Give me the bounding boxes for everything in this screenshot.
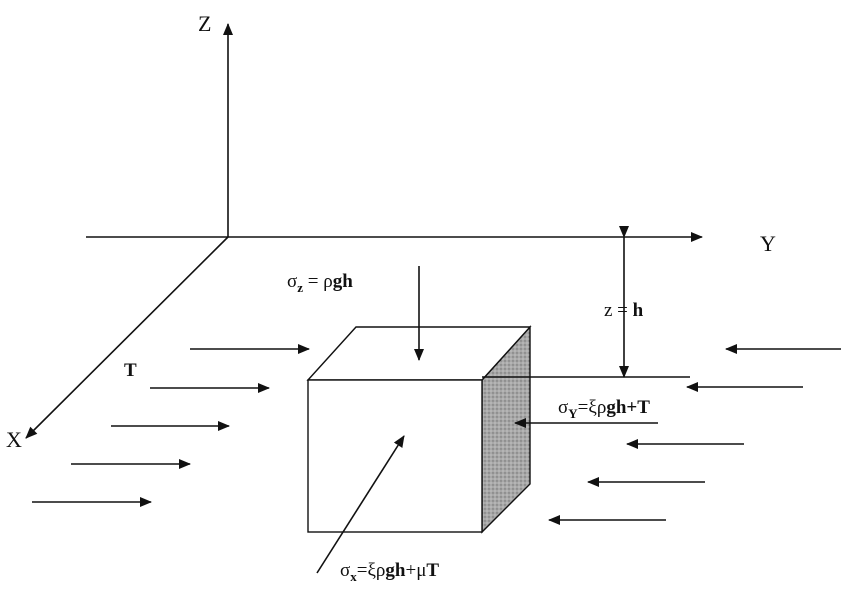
sigma-y-label: σY=ξρgh+T	[558, 397, 650, 421]
y-axis-label: Y	[760, 231, 776, 256]
x-axis-label: X	[6, 427, 22, 452]
sigma-x-label: σx=ξρgh+μT	[340, 560, 439, 584]
depth-label: z = h	[604, 300, 644, 321]
x-axis	[25, 236, 229, 439]
tension-label: T	[124, 360, 137, 381]
sigma-x-arrow	[316, 435, 405, 574]
z-axis-label: Z	[198, 11, 211, 36]
left-tension-arrows	[32, 344, 310, 507]
right-stress-arrows	[514, 344, 841, 525]
cube-front-face	[307, 379, 483, 533]
sigma-z-label: σz = ρgh	[287, 271, 353, 295]
soil-element-cube	[306, 325, 532, 534]
